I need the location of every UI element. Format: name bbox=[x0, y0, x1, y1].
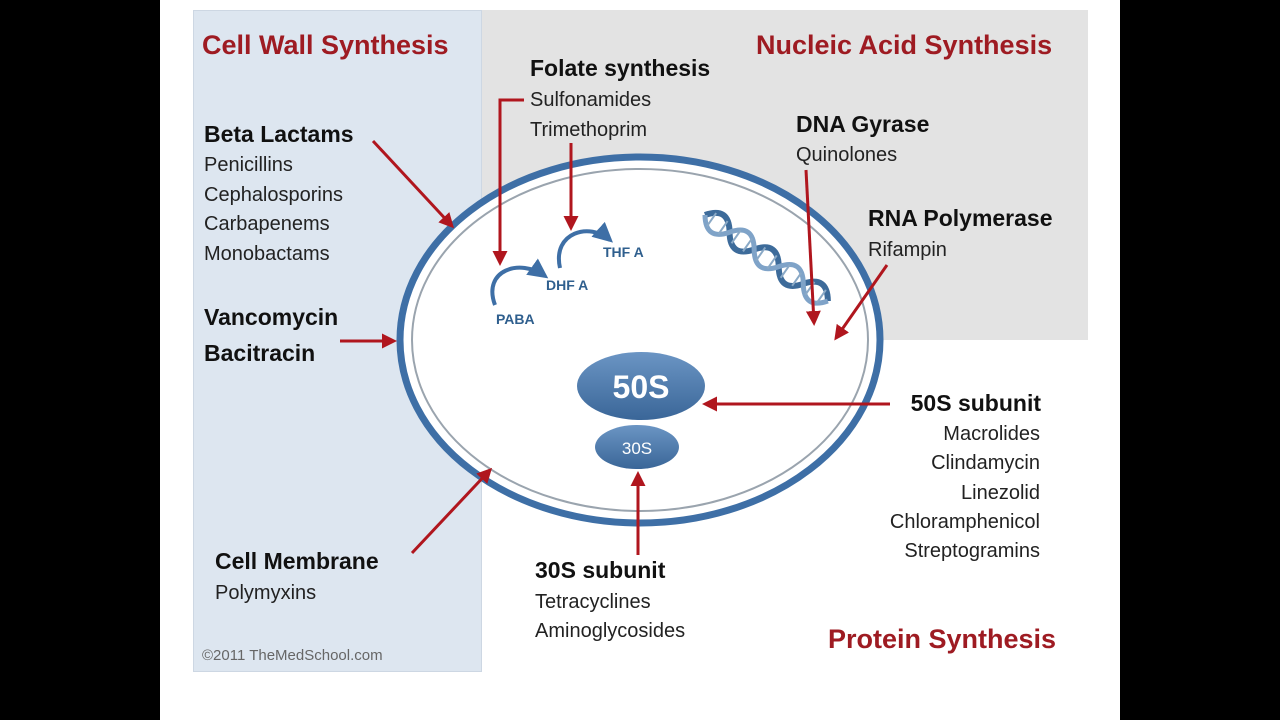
nucleic-acid-synthesis-title: Nucleic Acid Synthesis bbox=[756, 30, 1053, 60]
copyright-text: ©2011 TheMedSchool.com bbox=[202, 647, 383, 664]
bacitracin-label: Bacitracin bbox=[204, 340, 316, 366]
paba-label: PABA bbox=[496, 311, 535, 327]
subunit-50s-title: 50S subunit bbox=[910, 390, 1041, 416]
folate-drug: Sulfonamides bbox=[530, 89, 652, 111]
ribosome-50s: 50S bbox=[577, 352, 705, 420]
dna-helix-icon bbox=[702, 209, 831, 306]
folate-drug: Trimethoprim bbox=[530, 119, 648, 141]
cell-membrane-inner bbox=[411, 168, 869, 512]
dna-gyrase-title: DNA Gyrase bbox=[796, 111, 930, 137]
ribosome-30s-label: 30S bbox=[622, 439, 652, 458]
beta-lactam-drug: Penicillins bbox=[204, 154, 293, 176]
folate-synthesis-title: Folate synthesis bbox=[530, 55, 711, 81]
subunit-50s-drug: Macrolides bbox=[943, 423, 1040, 445]
paba-to-dhfa-arrow bbox=[490, 258, 549, 306]
cell-membrane-title: Cell Membrane bbox=[215, 548, 379, 574]
dna-gyrase-arrow bbox=[804, 169, 821, 326]
beta-lactam-drug: Carbapenems bbox=[204, 213, 330, 235]
beta-lactams-title: Beta Lactams bbox=[204, 121, 354, 147]
dhfa-to-thfa-arrow bbox=[556, 221, 613, 269]
rna-polymerase-arrow bbox=[834, 264, 889, 341]
ribosome-30s: 30S bbox=[595, 425, 679, 469]
dna-gyrase-drug: Quinolones bbox=[796, 144, 898, 166]
cell-diagram: PABA DHF A THF A 50S 30S bbox=[340, 98, 890, 555]
subunit-50s-drug: Chloramphenicol bbox=[889, 511, 1040, 533]
thfa-label: THF A bbox=[603, 244, 644, 260]
beta-lactam-drug: Cephalosporins bbox=[204, 184, 343, 206]
subunit-30s-title: 30S subunit bbox=[535, 557, 666, 583]
subunit-30s-drug: Aminoglycosides bbox=[535, 620, 686, 642]
subunit-50s-drug: Linezolid bbox=[961, 482, 1040, 504]
beta-lactams-arrow bbox=[371, 139, 455, 229]
cell-membrane-arrow bbox=[410, 467, 493, 555]
subunit-50s-drug: Streptogramins bbox=[904, 540, 1040, 562]
cell-membrane-drug: Polymyxins bbox=[215, 582, 317, 604]
rna-polymerase-title: RNA Polymerase bbox=[868, 205, 1053, 231]
beta-lactam-drug: Monobactams bbox=[204, 243, 330, 265]
rna-polymerase-drug: Rifampin bbox=[868, 239, 947, 261]
cell-wall-synthesis-title: Cell Wall Synthesis bbox=[202, 30, 449, 60]
subunit-50s-drug: Clindamycin bbox=[931, 452, 1040, 474]
ribosome-50s-label: 50S bbox=[613, 369, 670, 405]
vancomycin-label: Vancomycin bbox=[204, 304, 339, 330]
dhfa-label: DHF A bbox=[546, 277, 588, 293]
subunit-30s-drug: Tetracyclines bbox=[535, 591, 651, 613]
protein-synthesis-title: Protein Synthesis bbox=[828, 624, 1057, 654]
diagram-frame: PABA DHF A THF A 50S 30S Cell Wall Synth… bbox=[160, 0, 1120, 720]
sulfonamides-arrow bbox=[492, 98, 524, 266]
